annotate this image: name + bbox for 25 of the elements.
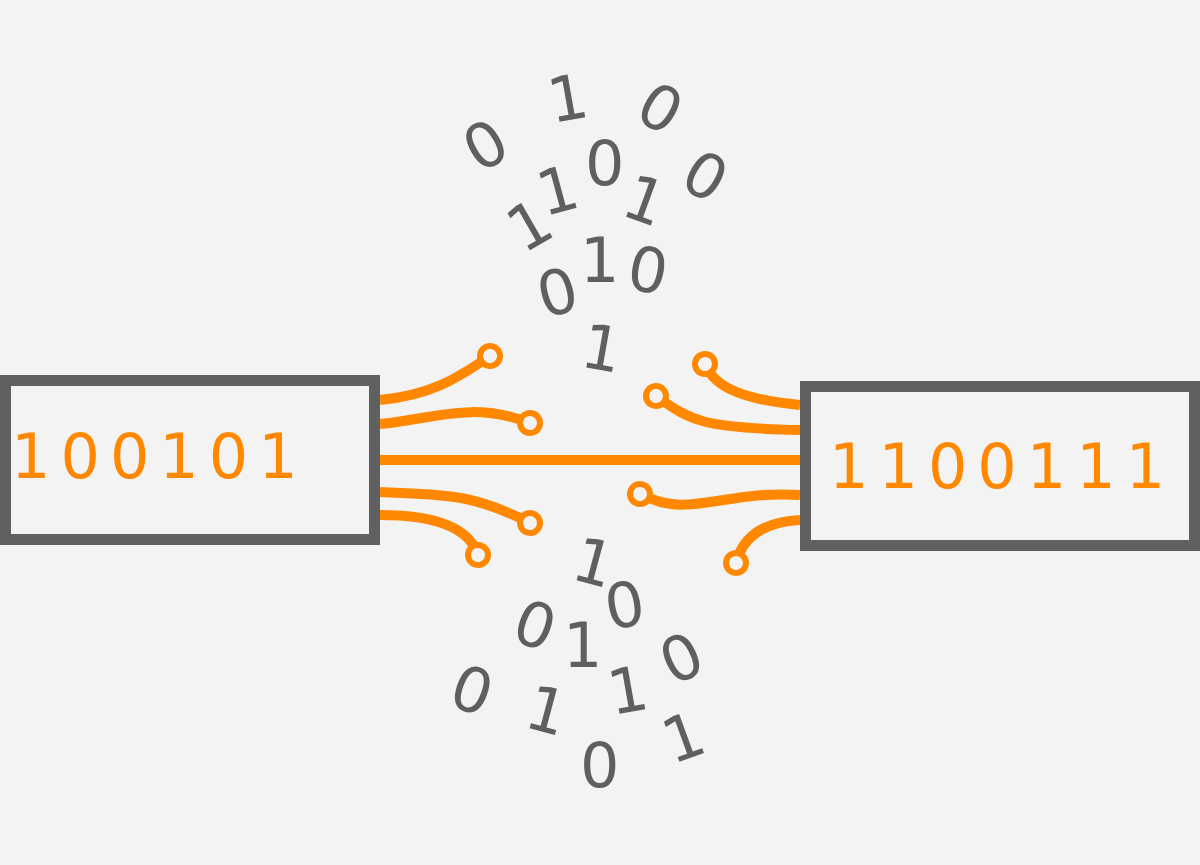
wire-with-terminal bbox=[692, 351, 801, 410]
binary-digit: 0 bbox=[453, 109, 519, 183]
wire bbox=[380, 455, 800, 465]
wire-with-terminal bbox=[723, 515, 801, 576]
binary-digit: 0 bbox=[585, 133, 625, 195]
binary-digit: 1 bbox=[563, 615, 603, 677]
binary-digit: 1 bbox=[542, 65, 593, 133]
binary-text: 100101 bbox=[11, 426, 308, 488]
data-box bbox=[0, 375, 380, 545]
wire-with-terminal bbox=[379, 487, 543, 536]
wire-with-terminal bbox=[643, 383, 801, 435]
binary-digit: 0 bbox=[622, 237, 673, 305]
binary-digit: 1 bbox=[602, 657, 653, 725]
binary-digit: 0 bbox=[505, 590, 564, 662]
wire-with-terminal bbox=[379, 407, 543, 436]
wire-with-terminal bbox=[627, 481, 801, 510]
binary-digit: 0 bbox=[580, 735, 620, 797]
binary-digit: 0 bbox=[442, 655, 501, 727]
binary-digit: 0 bbox=[650, 622, 713, 696]
wire-with-terminal bbox=[379, 510, 491, 568]
binary-digit: 1 bbox=[519, 675, 574, 747]
data-box bbox=[800, 381, 1200, 551]
binary-text: 1100111 bbox=[829, 436, 1176, 498]
binary-digit: 1 bbox=[654, 702, 713, 774]
wire-with-terminal bbox=[379, 343, 503, 405]
